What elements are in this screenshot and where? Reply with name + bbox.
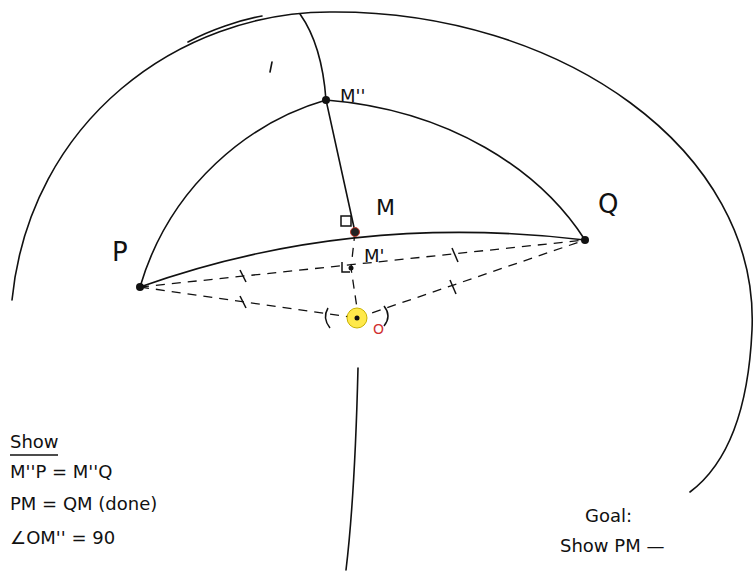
point-dot <box>581 236 589 244</box>
center-point <box>347 308 367 328</box>
point-label: Q <box>598 190 618 219</box>
chord-line <box>140 240 585 287</box>
great-circle-arc <box>140 232 585 287</box>
sketch-stroke <box>270 62 272 72</box>
underline <box>10 454 58 455</box>
tick-mark <box>450 280 456 294</box>
right-angle-mark <box>341 216 351 226</box>
point-dot <box>322 96 330 104</box>
point-label: M' <box>364 246 384 266</box>
tick-mark <box>240 270 246 282</box>
note-heading: Show <box>10 432 59 452</box>
radius-line <box>140 287 357 318</box>
meridian-arc <box>346 368 358 570</box>
sphere-outline <box>12 12 752 492</box>
radius-line <box>357 240 585 318</box>
angle-arc <box>384 306 388 326</box>
goal-heading: Goal: <box>585 506 632 526</box>
great-circle-arc <box>326 100 585 240</box>
point-label: M'' <box>340 86 365 106</box>
point-label: P <box>112 238 128 267</box>
point-dot <box>349 266 354 271</box>
sketch-stroke <box>188 16 262 42</box>
point-dot <box>136 283 144 291</box>
angle-arc <box>325 308 330 328</box>
goal-line: Show PM — <box>560 536 664 556</box>
point-dot <box>351 228 360 237</box>
note-line: PM = QM (done) <box>10 494 157 514</box>
point-label: O <box>373 322 384 337</box>
point-label: M <box>376 196 395 220</box>
note-line: M''P = M''Q <box>10 462 112 482</box>
tick-mark <box>240 296 246 308</box>
tick-mark <box>452 248 458 262</box>
note-line: ∠OM'' = 90 <box>10 528 115 548</box>
meridian-arc <box>300 14 355 232</box>
center-dot <box>355 316 360 321</box>
